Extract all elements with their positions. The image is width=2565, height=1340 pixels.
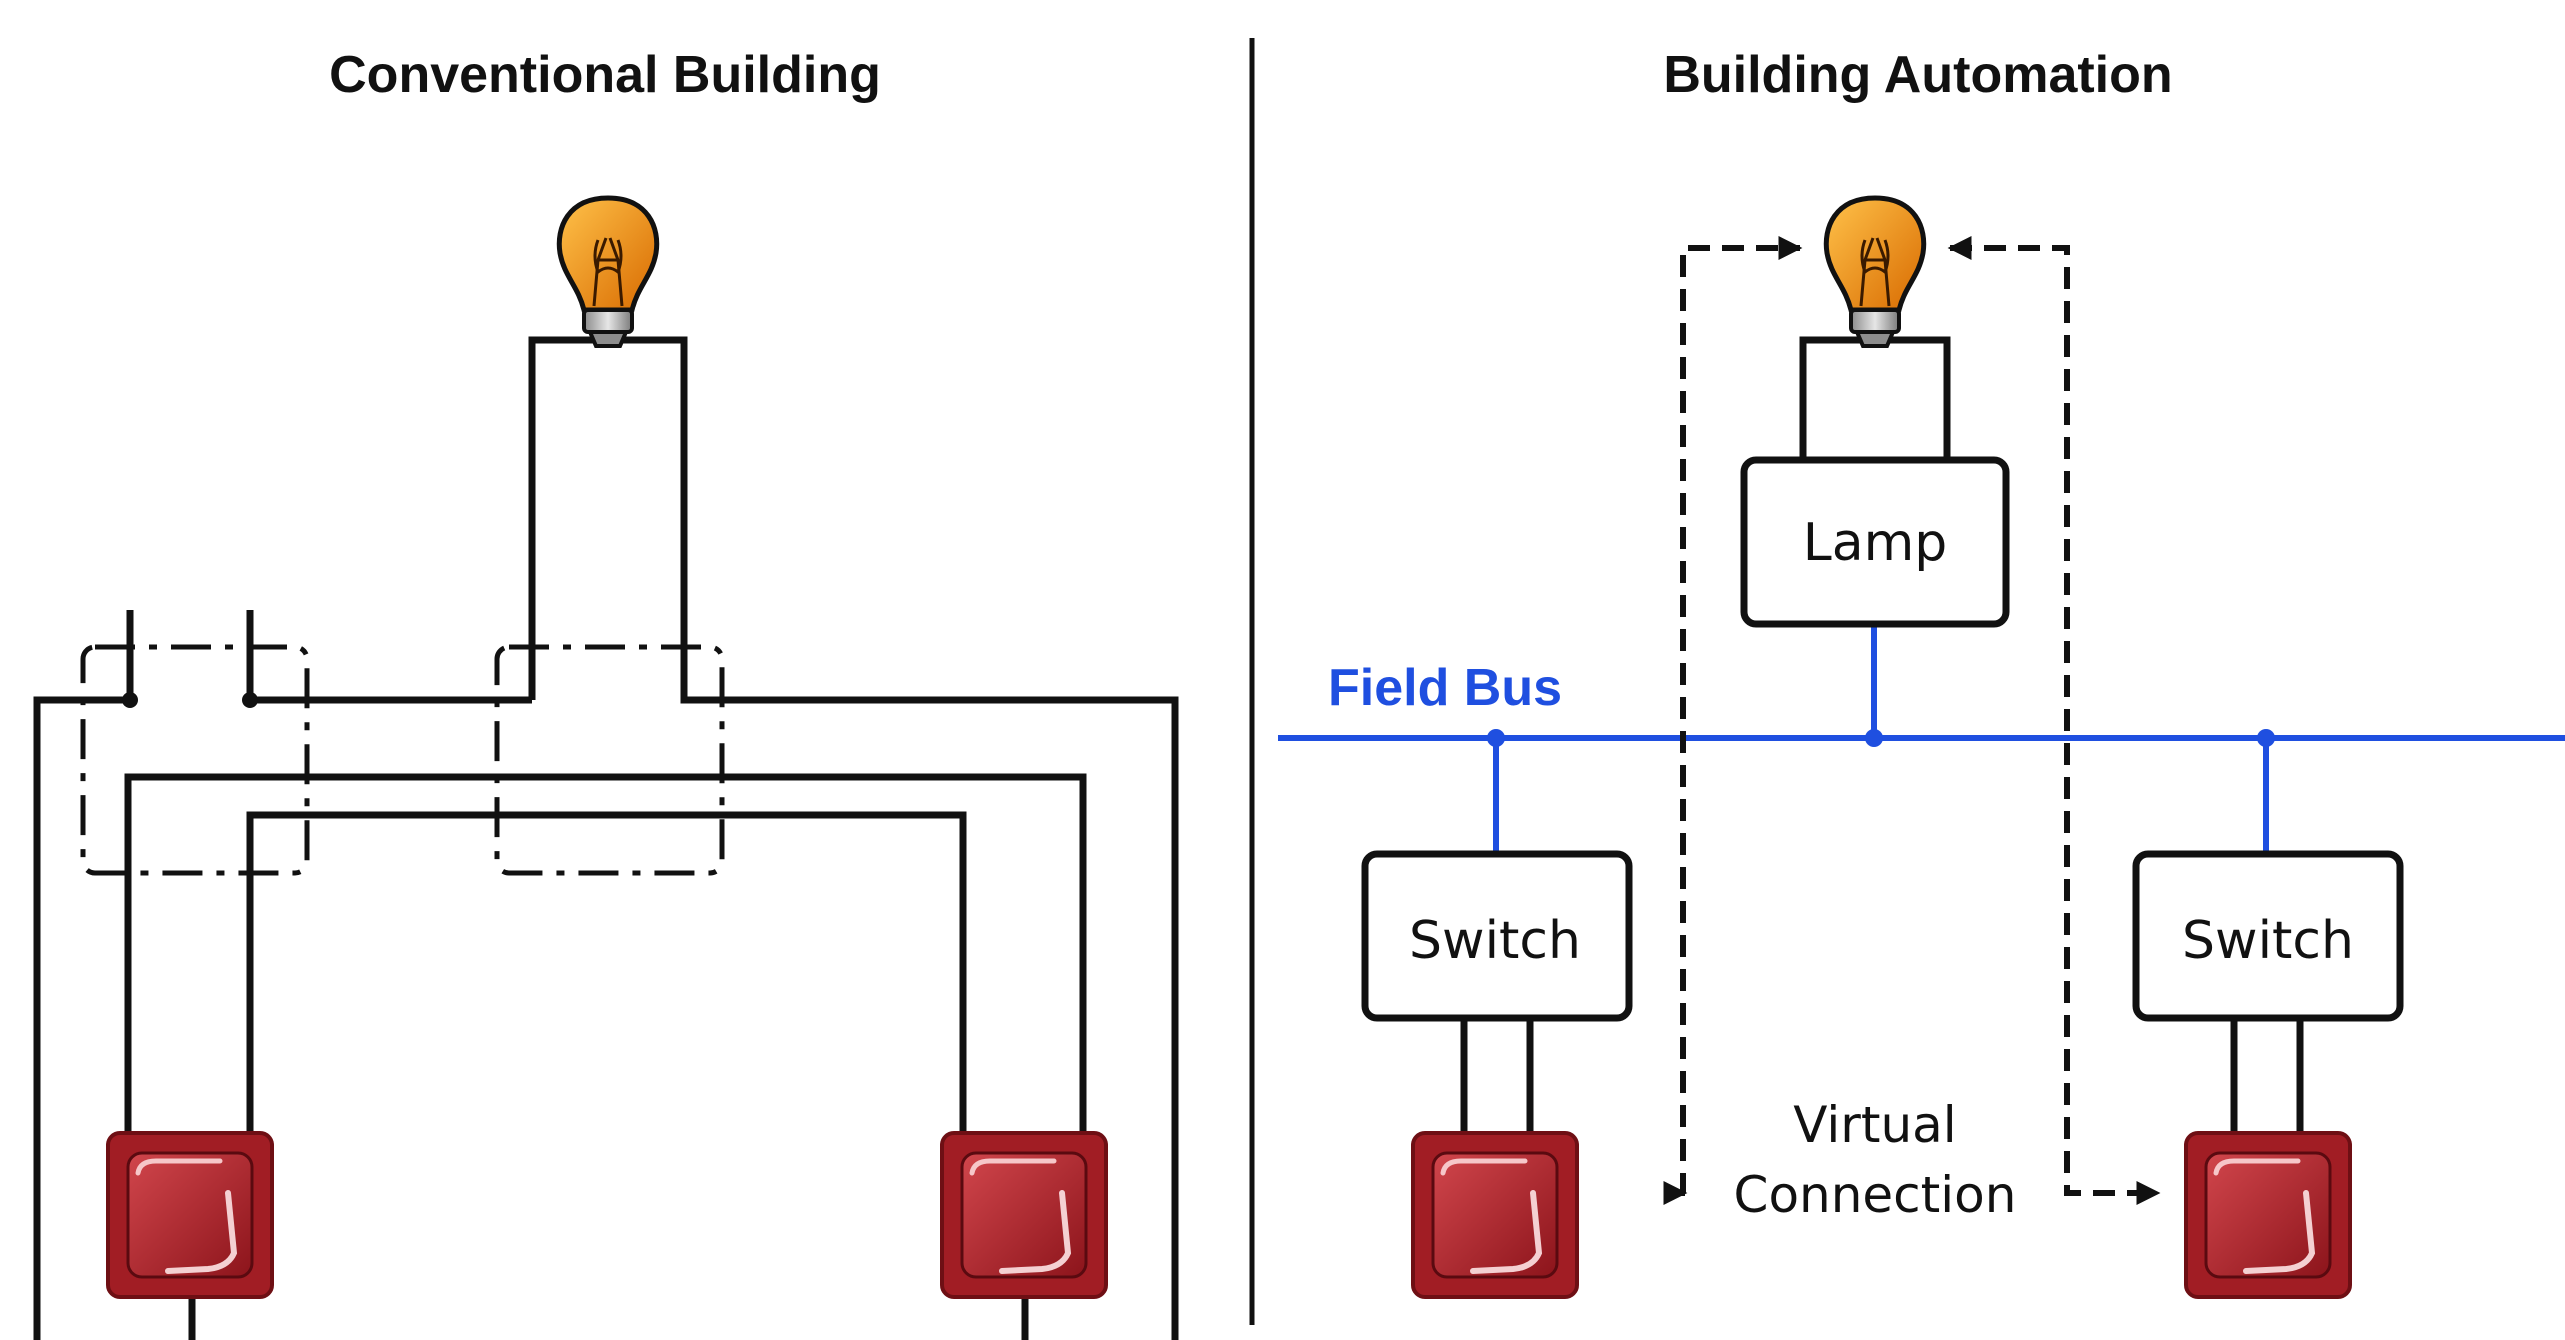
right-panel-title: Building Automation: [1663, 46, 2172, 104]
terminal-dot: [122, 692, 138, 708]
conventional-wiring: [33, 336, 1179, 1340]
traveller-wire-outer: [124, 773, 1087, 1135]
wall-switch-icon[interactable]: [1413, 1133, 1577, 1297]
bus-node: [1865, 729, 1883, 747]
wall-switch-icon[interactable]: [942, 1133, 1106, 1297]
traveller-wire-inner: [246, 811, 967, 1135]
virtual-connection-label-line1: Virtual: [1793, 1096, 1956, 1154]
junction-box-left: [80, 644, 310, 876]
virtual-connection-label-line2: Connection: [1734, 1166, 2017, 1224]
field-bus-label: Field Bus: [1328, 659, 1562, 717]
bus-node: [2257, 729, 2275, 747]
lamp-feed-wire: [528, 336, 1179, 1340]
virtual-connection-right: [1947, 236, 2161, 1205]
switch-device-label-right: Switch: [2182, 911, 2354, 971]
feed-wire-left: [33, 696, 130, 1340]
lamp-actuator-label: Lamp: [1803, 513, 1948, 573]
light-bulb-icon: [1826, 198, 1923, 346]
lamp-actuator-wire: [1799, 336, 1951, 460]
junction-box-center: [494, 644, 725, 876]
light-bulb-icon: [559, 198, 656, 346]
left-panel-title: Conventional Building: [329, 46, 881, 104]
wall-switch-icon[interactable]: [108, 1133, 272, 1297]
terminal-dot: [242, 692, 258, 708]
switch-device-label-left: Switch: [1409, 911, 1581, 971]
virtual-connection-left: [1663, 236, 1803, 1205]
bus-node: [1487, 729, 1505, 747]
switch-device-box-left[interactable]: [1361, 850, 1633, 1022]
wall-switch-icon[interactable]: [2186, 1133, 2350, 1297]
